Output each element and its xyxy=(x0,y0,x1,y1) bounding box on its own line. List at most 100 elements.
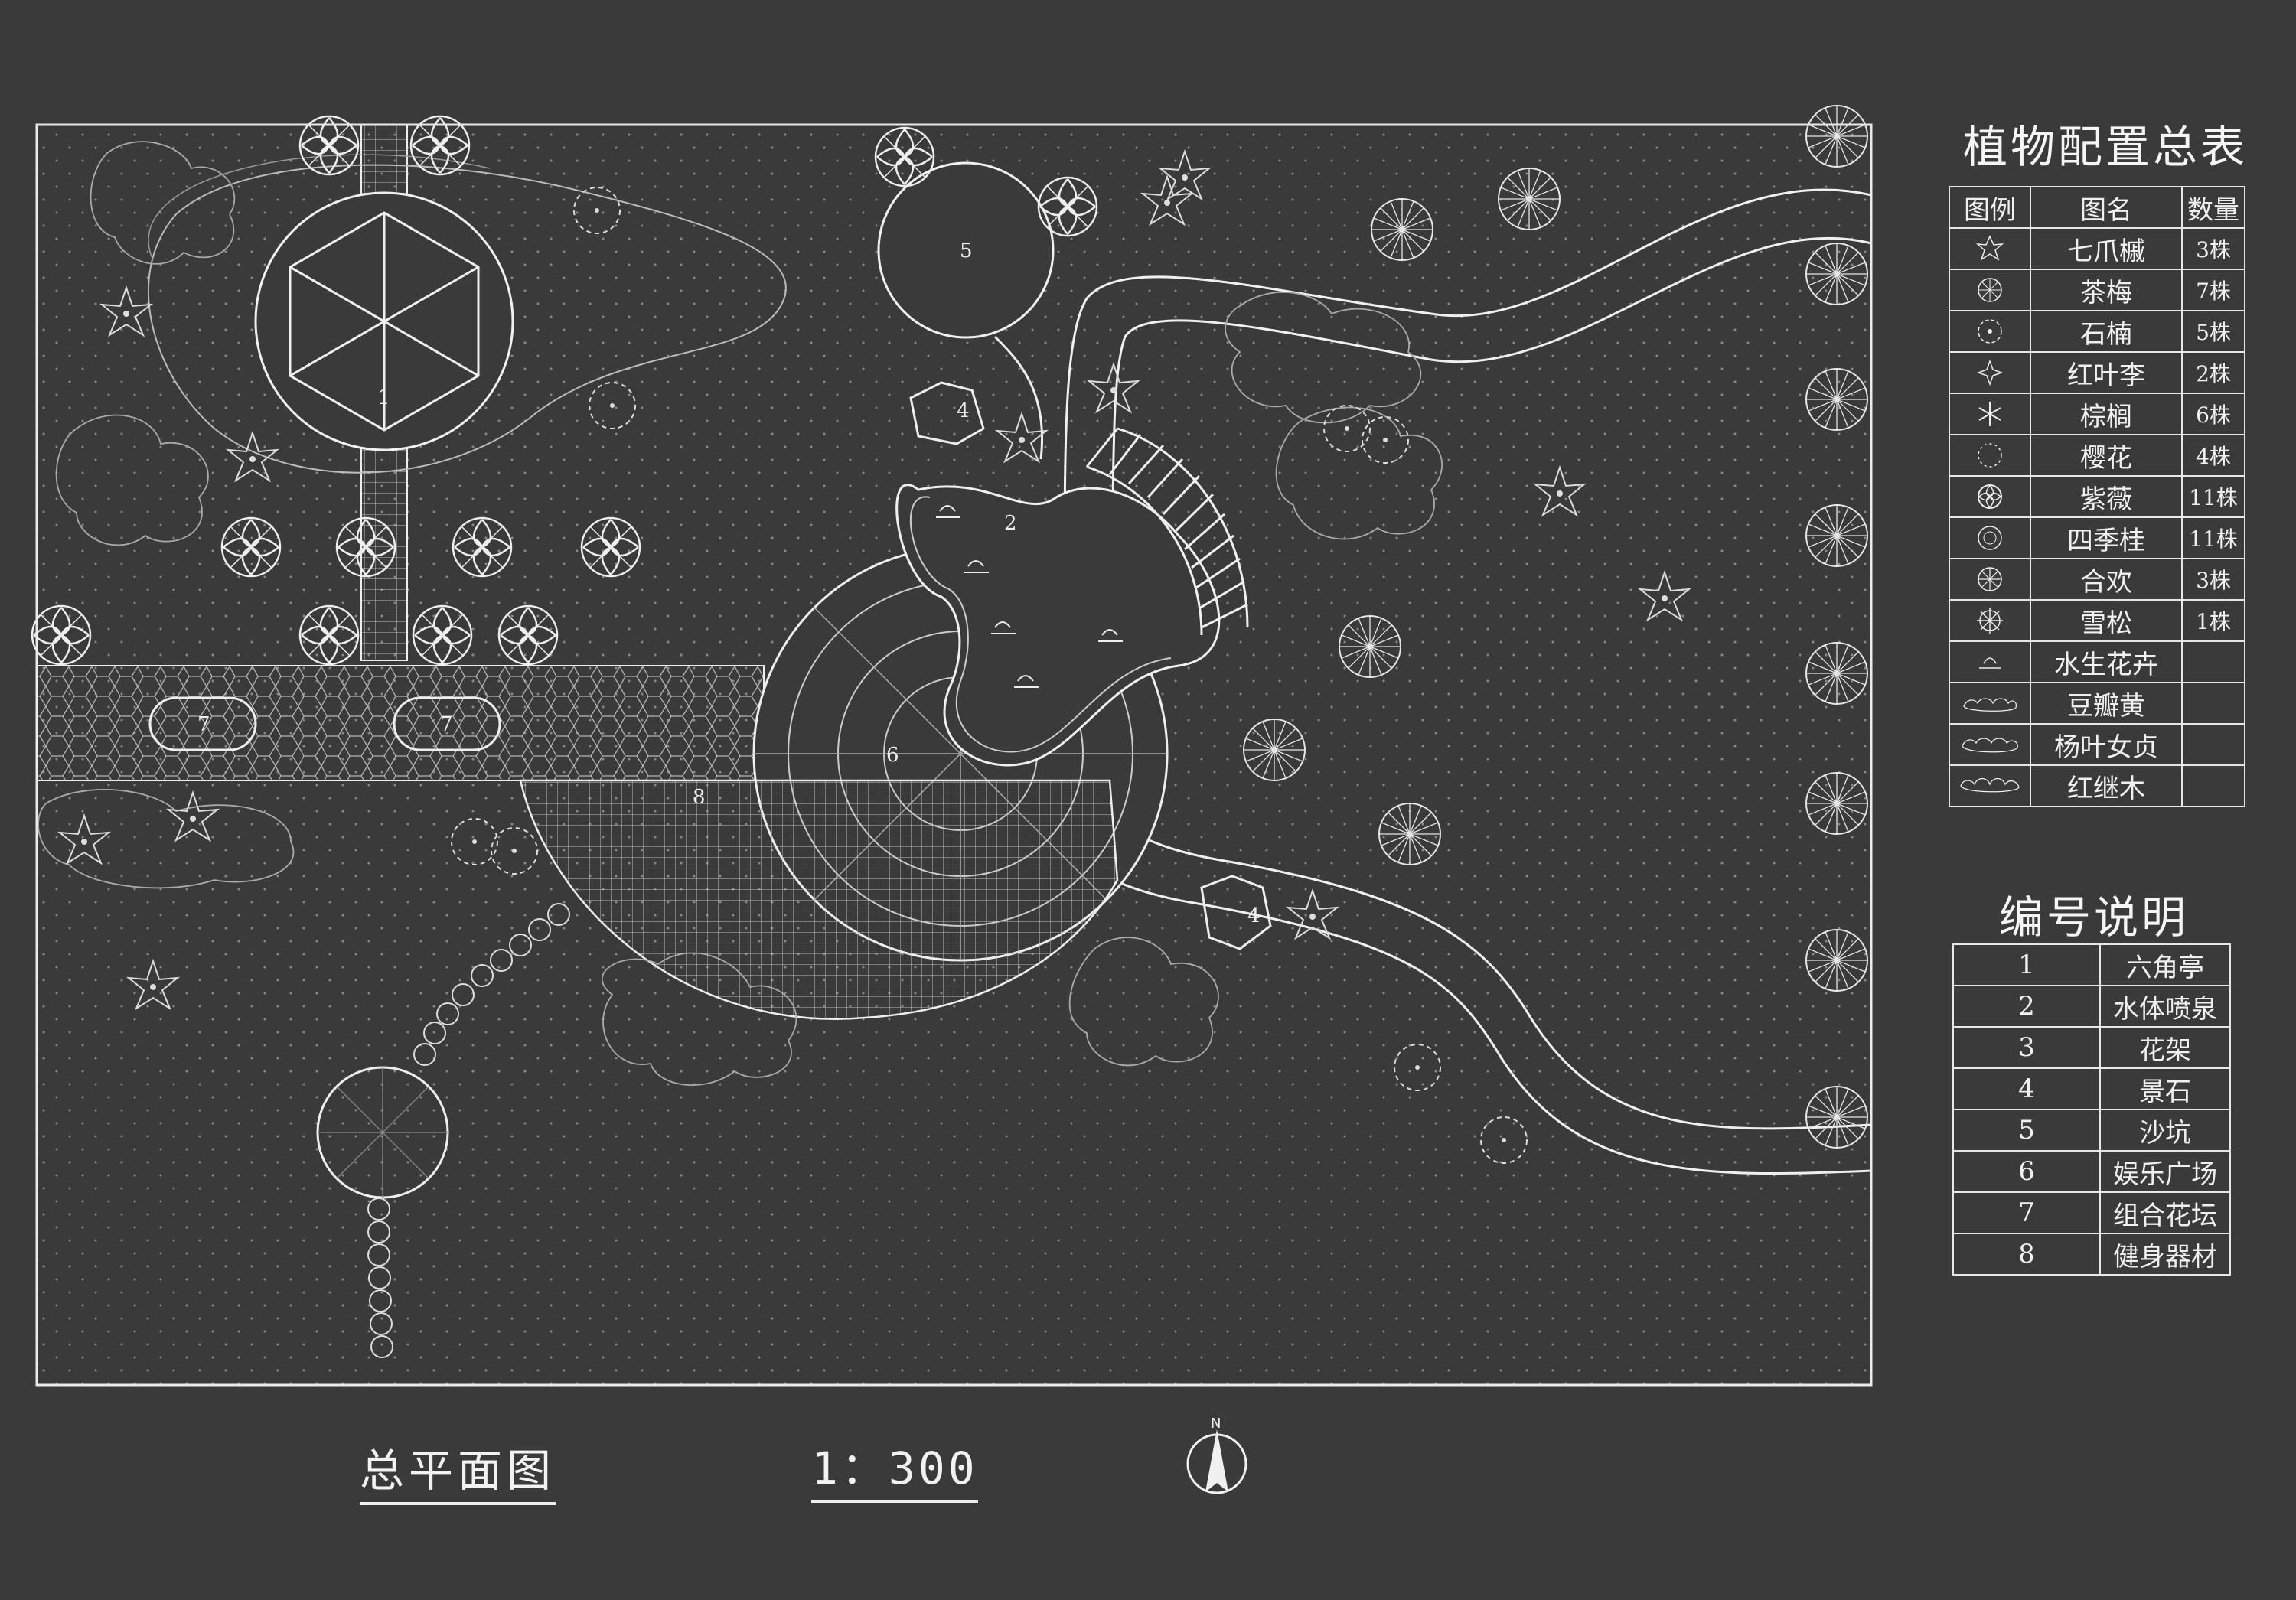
label-flower-bed: 7 xyxy=(440,713,453,736)
plant-symbol-cell xyxy=(1949,764,2031,807)
flower-bed xyxy=(393,696,501,751)
plant-symbol-cell xyxy=(1949,475,2031,518)
plant-name: 红叶李 xyxy=(2030,351,2183,394)
plant-quantity: 11株 xyxy=(2181,516,2245,559)
code-name: 景石 xyxy=(2099,1067,2231,1110)
code-name: 沙坑 xyxy=(2099,1109,2231,1152)
label-flower-bed: 7 xyxy=(197,713,210,736)
plant-symbol-cell xyxy=(1949,682,2031,725)
plant-row: 红继木 xyxy=(1949,764,2245,807)
plant-symbol-cell xyxy=(1949,434,2031,477)
albizia-icon xyxy=(1978,567,2002,591)
header-quantity: 数量 xyxy=(2181,186,2245,229)
plant-quantity: 5株 xyxy=(2181,310,2245,353)
scale-label: 1：300 xyxy=(811,1432,978,1503)
north-arrow-icon: N xyxy=(1186,1416,1247,1494)
crape-myrtle-icon xyxy=(1978,484,2002,509)
label-pavilion: 1 xyxy=(377,386,390,409)
code-name: 娱乐广场 xyxy=(2099,1150,2231,1193)
plant-name: 棕榈 xyxy=(2030,393,2183,435)
plant-symbol-cell xyxy=(1949,269,2031,311)
plant-name: 杨叶女贞 xyxy=(2030,723,2183,766)
plant-name: 豆瓣黄 xyxy=(2030,682,2183,725)
plant-name: 石楠 xyxy=(2030,310,2183,353)
maple-icon xyxy=(1975,235,2004,261)
code-number: 4 xyxy=(1952,1067,2101,1110)
osmanthus-icon xyxy=(1978,526,2002,550)
code-number: 7 xyxy=(1952,1191,2101,1234)
code-name: 水体喷泉 xyxy=(2099,985,2231,1028)
plant-quantity: 3株 xyxy=(2181,227,2245,270)
code-number: 6 xyxy=(1952,1150,2101,1193)
hex-paved-walk xyxy=(36,665,765,781)
loropetalum-icon xyxy=(1960,777,2020,793)
plant-name: 雪松 xyxy=(2030,599,2183,642)
plant-symbol-cell xyxy=(1949,640,2031,683)
label-rockery: 4 xyxy=(957,399,970,422)
privet-icon xyxy=(1962,738,2018,753)
plant-name: 四季桂 xyxy=(2030,516,2183,559)
cedar-icon xyxy=(1977,608,2003,634)
plant-name: 紫薇 xyxy=(2030,475,2183,518)
code-name: 花架 xyxy=(2099,1026,2231,1069)
plant-symbol-cell xyxy=(1949,227,2031,270)
aquatic-flower-icon xyxy=(1979,657,2001,669)
plant-quantity: 11株 xyxy=(2181,475,2245,518)
plant-quantity: 6株 xyxy=(2181,393,2245,435)
code-name: 六角亭 xyxy=(2099,943,2231,986)
header-name: 图名 xyxy=(2030,186,2183,229)
plant-quantity: 7株 xyxy=(2181,269,2245,311)
code-number: 3 xyxy=(1952,1026,2101,1069)
label-plaza: 6 xyxy=(886,744,899,767)
plant-symbol-cell xyxy=(1949,351,2031,394)
flower-bed xyxy=(148,696,257,751)
plant-quantity: 1株 xyxy=(2181,599,2245,642)
plant-row: 杨叶女贞 xyxy=(1949,723,2245,766)
code-name: 组合花坛 xyxy=(2099,1191,2231,1234)
plant-quantity xyxy=(2181,723,2245,766)
water-fountain-pond xyxy=(895,484,1221,767)
plant-name: 合欢 xyxy=(2030,558,2183,601)
code-number: 5 xyxy=(1952,1109,2101,1152)
plant-symbol-cell xyxy=(1949,599,2031,642)
palm-icon xyxy=(1978,402,2001,426)
plan-number-labels: 1 2 4 4 5 6 7 7 8 xyxy=(197,240,1261,927)
plant-quantity: 4株 xyxy=(2181,434,2245,477)
plant-name: 茶梅 xyxy=(2030,269,2183,311)
code-number: 1 xyxy=(1952,943,2101,986)
plant-quantity xyxy=(2181,640,2245,683)
code-table-title: 编号说明 xyxy=(1999,891,2190,943)
plant-table-header: 图例 图名 数量 xyxy=(1949,186,2245,229)
plant-name: 水生花卉 xyxy=(2030,640,2183,683)
label-rockery: 4 xyxy=(1247,904,1261,927)
photinia-icon xyxy=(1978,319,2002,344)
plant-name: 樱花 xyxy=(2030,434,2183,477)
label-sand-pit: 5 xyxy=(960,240,973,262)
fitness-grid-plaza xyxy=(519,779,1119,1020)
plant-symbol-cell xyxy=(1949,723,2031,766)
shrub-icon xyxy=(1963,698,2017,712)
north-label: N xyxy=(1211,1416,1221,1432)
plant-symbol-cell xyxy=(1949,310,2031,353)
plant-quantity xyxy=(2181,682,2245,725)
rockery xyxy=(1200,875,1272,950)
red-plum-icon xyxy=(1976,359,2004,386)
plant-quantity: 2株 xyxy=(2181,351,2245,394)
plant-symbol-cell xyxy=(1949,558,2031,601)
